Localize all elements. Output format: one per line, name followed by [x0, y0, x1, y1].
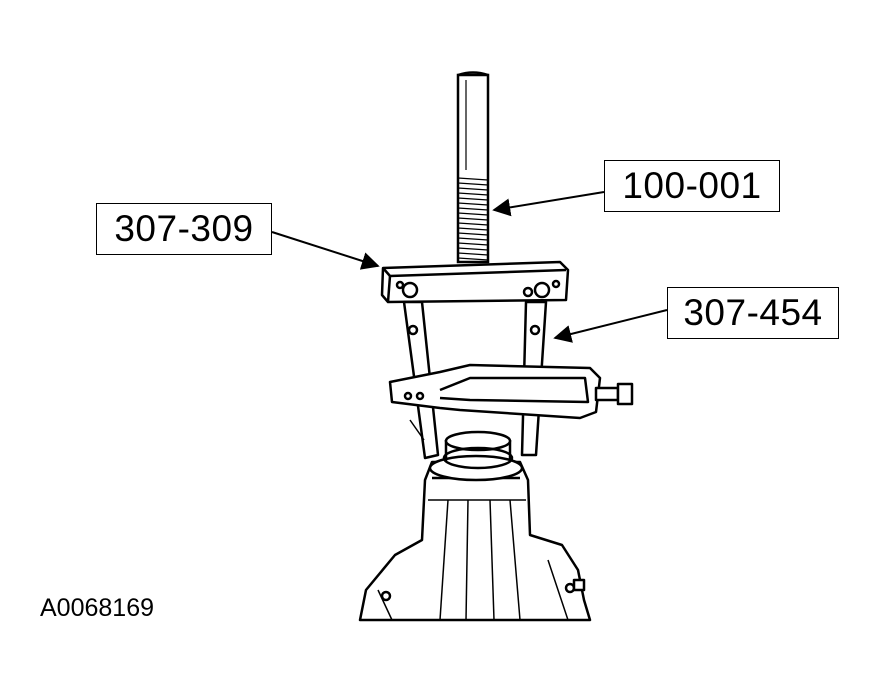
leader-lines — [271, 191, 668, 343]
bearing-separator — [388, 363, 634, 420]
bearing-race — [428, 430, 524, 482]
transmission-case — [358, 460, 592, 622]
figure-id: A0068169 — [40, 594, 155, 622]
callout-307-454: 307-454 — [667, 287, 839, 339]
callout-100-001: 100-001 — [604, 160, 780, 212]
callout-307-309: 307-309 — [96, 203, 272, 255]
puller-crossbar — [380, 260, 570, 304]
forcing-screw — [456, 71, 490, 264]
